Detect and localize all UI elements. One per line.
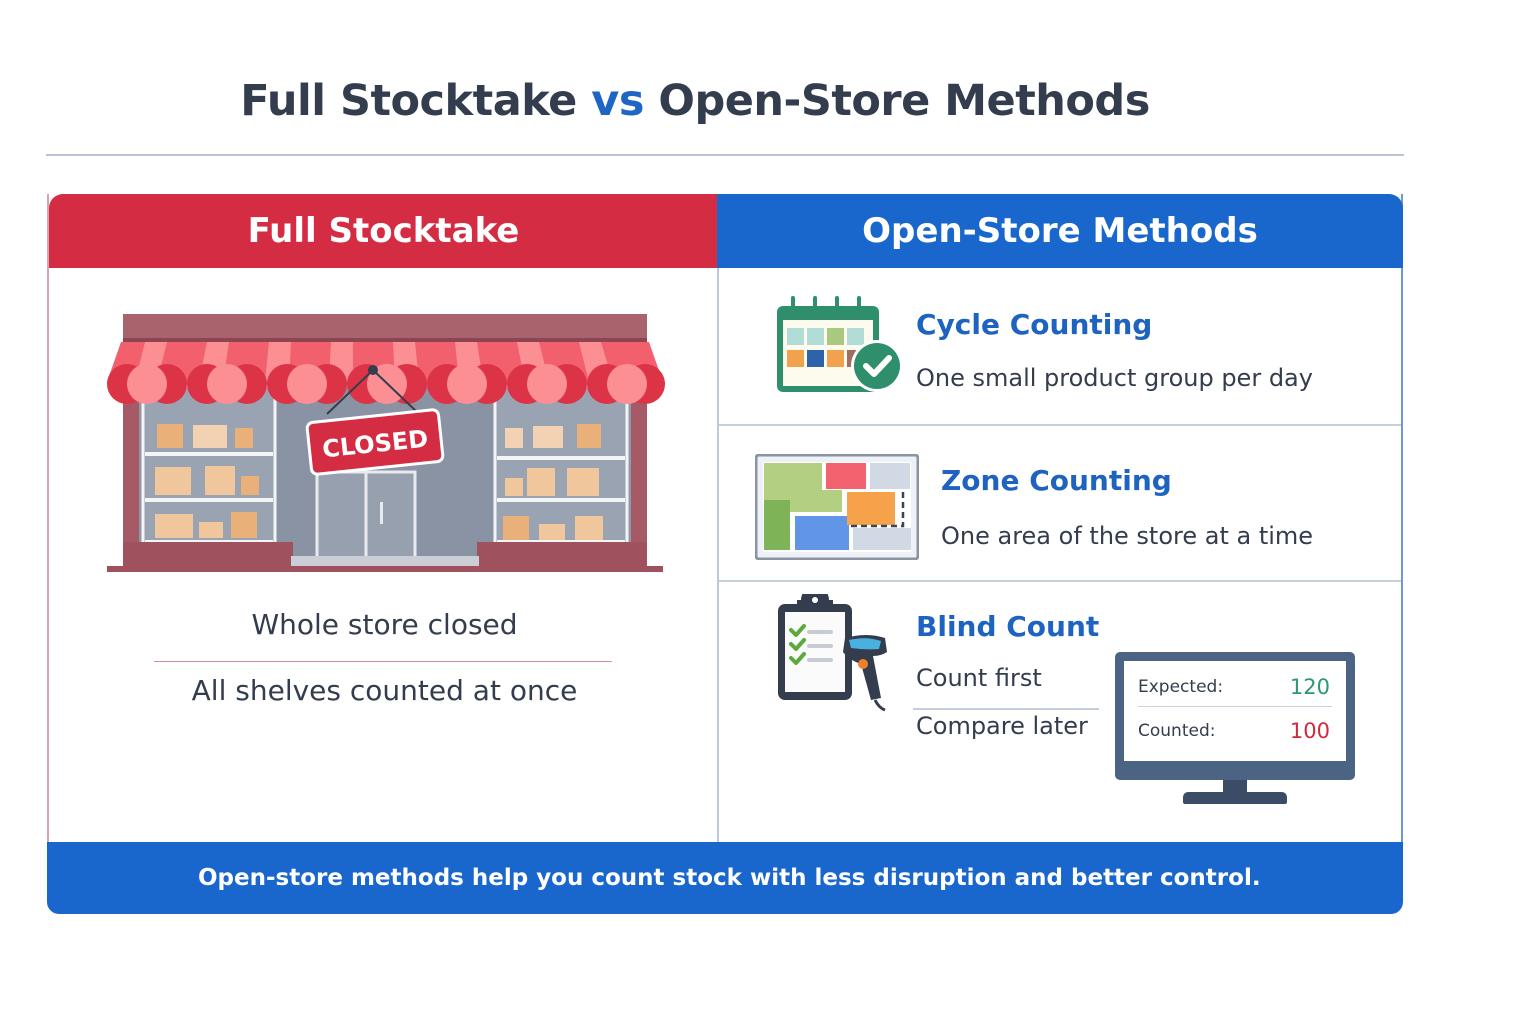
open-store-heading: Open-Store Methods xyxy=(717,194,1403,268)
monitor-icon: Expected: 120 Counted: 100 xyxy=(1115,652,1355,780)
full-stocktake-divider xyxy=(154,661,612,662)
title-divider xyxy=(46,154,1404,156)
method-zone-counting: Zone Counting One area of the store at a… xyxy=(719,426,1401,582)
full-stocktake-line-1: Whole store closed xyxy=(251,608,518,641)
zone-counting-description: One area of the store at a time xyxy=(941,522,1314,550)
summary-text: Open-store methods help you count stock … xyxy=(198,865,1261,891)
expected-label: Expected: xyxy=(1138,676,1224,697)
full-stocktake-panel: Full Stocktake xyxy=(47,194,718,842)
counted-label: Counted: xyxy=(1138,721,1216,741)
counted-row: Counted: 100 xyxy=(1138,711,1332,751)
zone-map-icon xyxy=(754,453,920,561)
open-store-panel: Open-Store Methods xyxy=(717,194,1403,842)
expected-row: Expected: 120 xyxy=(1138,667,1332,707)
monitor-base xyxy=(1183,792,1287,804)
cycle-counting-title: Cycle Counting xyxy=(916,308,1153,341)
counted-value: 100 xyxy=(1289,719,1330,743)
monitor-comparison: Expected: 120 Counted: 100 xyxy=(1115,652,1355,812)
method-cycle-counting: Cycle Counting One small product group p… xyxy=(719,268,1401,426)
blind-count-title: Blind Count xyxy=(916,610,1100,643)
blind-count-step-1: Count first xyxy=(916,664,1042,692)
zone-counting-title: Zone Counting xyxy=(941,464,1172,497)
page-title: Full Stocktake vs Open-Store Methods xyxy=(0,76,1390,126)
cycle-counting-description: One small product group per day xyxy=(916,364,1313,392)
expected-value: 120 xyxy=(1289,674,1330,699)
summary-footer: Open-store methods help you count stock … xyxy=(47,842,1403,914)
full-stocktake-line-2: All shelves counted at once xyxy=(191,674,578,707)
monitor-neck xyxy=(1223,780,1247,794)
monitor-screen: Expected: 120 Counted: 100 xyxy=(1124,661,1346,761)
title-vs: vs xyxy=(591,76,644,126)
clipboard-scanner-icon xyxy=(775,586,895,714)
blind-count-divider xyxy=(913,708,1099,710)
blind-count-step-2: Compare later xyxy=(916,712,1088,740)
calendar-check-icon xyxy=(775,296,905,396)
method-blind-count: Blind Count Count first Compare later Ex… xyxy=(719,582,1401,842)
full-stocktake-heading: Full Stocktake xyxy=(49,194,718,268)
title-part1: Full Stocktake xyxy=(240,76,577,126)
comparison-panel: Full Stocktake xyxy=(47,194,1403,914)
title-part2: Open-Store Methods xyxy=(658,76,1150,126)
closed-store-icon: CLOSED xyxy=(105,312,665,577)
